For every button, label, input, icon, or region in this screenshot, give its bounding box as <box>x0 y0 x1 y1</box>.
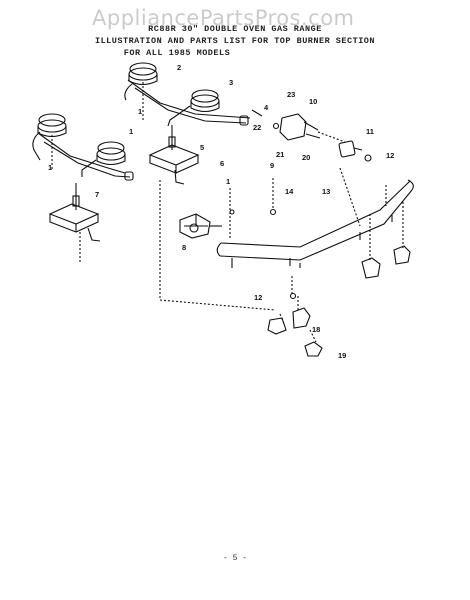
watermark: AppliancePartsPros.com <box>92 6 355 30</box>
callout-6: 6 <box>220 159 224 168</box>
callout-5: 5 <box>200 143 204 152</box>
page-number: - 5 - <box>222 554 247 563</box>
callout-22: 22 <box>253 123 261 132</box>
callout-23: 23 <box>287 90 295 99</box>
callout-7: 7 <box>95 190 99 199</box>
burner-valve-parts <box>251 109 372 216</box>
callout-14: 14 <box>285 187 294 196</box>
lower-valve-parts <box>229 209 411 357</box>
diagram-lines <box>32 62 414 357</box>
callout-1-left: 1 <box>48 163 52 172</box>
callout-10: 10 <box>309 97 317 106</box>
callout-1-mid: 1 <box>129 127 133 136</box>
callout-labels: 2 3 1 1 1 4 5 6 7 8 9 10 11 12 13 14 1 2… <box>48 63 394 360</box>
rear-burner-assembly <box>124 62 251 127</box>
callout-1-valve: 1 <box>226 177 230 186</box>
callout-2: 2 <box>177 63 181 72</box>
callout-3: 3 <box>229 78 233 87</box>
leader-lines <box>51 82 404 343</box>
callout-9: 9 <box>270 161 274 170</box>
title-line-3: FOR ALL 1985 MODELS <box>123 48 231 58</box>
callout-13: 13 <box>322 187 330 196</box>
title-line-1: RC88R 30" DOUBLE OVEN GAS RANGE <box>148 24 322 34</box>
callout-4: 4 <box>264 103 269 112</box>
callout-20: 20 <box>302 153 310 162</box>
title-line-2: ILLUSTRATION AND PARTS LIST FOR TOP BURN… <box>94 36 376 46</box>
valve-part <box>179 213 222 239</box>
manifold-pipe <box>216 179 414 268</box>
callout-11: 11 <box>366 127 374 136</box>
callout-12-upper: 12 <box>386 151 394 160</box>
callout-12-lower: 12 <box>254 293 262 302</box>
callout-19: 19 <box>338 351 346 360</box>
callout-8: 8 <box>182 243 186 252</box>
callout-18: 18 <box>312 325 320 334</box>
callout-1-top: 1 <box>138 107 142 116</box>
burner-brackets <box>48 125 200 242</box>
callout-21: 21 <box>276 150 284 159</box>
